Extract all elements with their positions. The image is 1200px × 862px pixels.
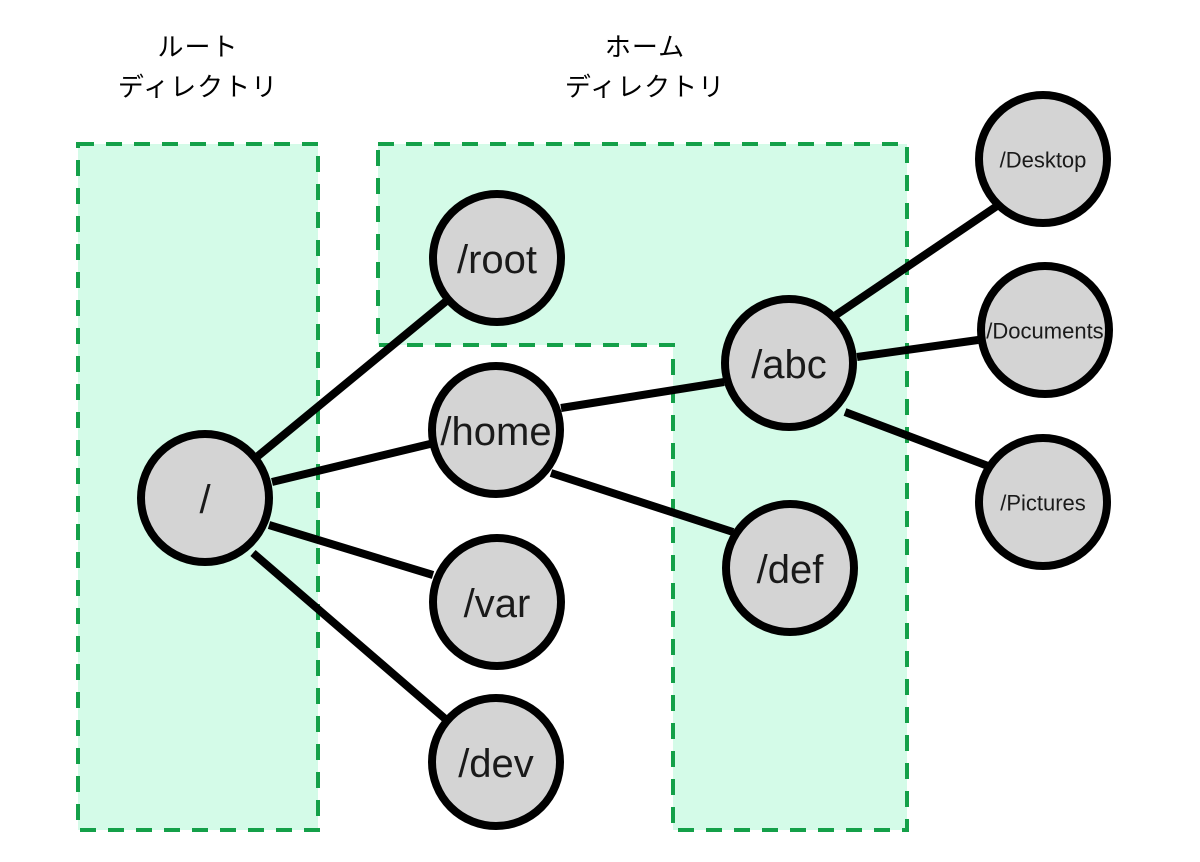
home-directory-caption-line2: ディレクトリ xyxy=(564,71,726,102)
node-documents-circle[interactable] xyxy=(977,262,1113,398)
node-pictures-label: /Pictures xyxy=(1000,491,1086,516)
node-desktop[interactable]: /Desktop xyxy=(975,91,1111,227)
edge-root-to-slash-root xyxy=(255,294,453,460)
node-pictures[interactable]: /Pictures xyxy=(975,434,1111,570)
node-desktop-circle[interactable] xyxy=(975,91,1111,227)
node-root-circle[interactable] xyxy=(137,430,273,566)
edge-home-to-def xyxy=(549,469,735,536)
node-var[interactable]: /var xyxy=(429,534,565,670)
node-abc-label: /abc xyxy=(751,343,827,387)
edge-layer xyxy=(250,202,1000,727)
home-directory-caption-line1: ホーム xyxy=(604,32,686,62)
root-directory-caption-line2: ディレクトリ xyxy=(117,71,279,102)
home-directory-caption: ホーム ディレクトリ xyxy=(545,28,745,107)
node-root[interactable]: / xyxy=(137,430,273,566)
node-slash-root-circle[interactable] xyxy=(429,190,565,326)
node-slash-root[interactable]: /root xyxy=(429,190,565,326)
node-root-label: / xyxy=(199,478,211,522)
node-dev[interactable]: /dev xyxy=(428,694,564,830)
edge-abc-to-desktop xyxy=(833,202,1000,319)
root-directory-caption-line1: ルート xyxy=(157,32,239,62)
node-pictures-circle[interactable] xyxy=(975,434,1111,570)
node-home-circle[interactable] xyxy=(428,362,564,498)
node-home[interactable]: /home xyxy=(428,362,564,498)
edge-root-to-home xyxy=(271,440,431,486)
node-documents-label: /Documents xyxy=(986,319,1103,344)
node-documents[interactable]: /Documents xyxy=(977,262,1113,398)
node-abc-circle[interactable] xyxy=(721,295,857,431)
edge-abc-to-pictures xyxy=(843,408,990,470)
node-var-label: /var xyxy=(464,582,531,626)
node-abc[interactable]: /abc xyxy=(721,295,857,431)
node-def-label: /def xyxy=(757,548,825,592)
node-desktop-label: /Desktop xyxy=(1000,148,1087,173)
node-home-label: /home xyxy=(440,410,551,454)
node-layer: / /root /home /var /dev /abc xyxy=(137,91,1113,830)
node-dev-circle[interactable] xyxy=(428,694,564,830)
node-slash-root-label: /root xyxy=(457,238,537,282)
root-directory-caption: ルート ディレクトリ xyxy=(78,28,318,107)
node-dev-label: /dev xyxy=(458,742,534,786)
edge-root-to-var xyxy=(267,521,435,579)
edge-abc-to-documents xyxy=(856,336,979,361)
node-var-circle[interactable] xyxy=(429,534,565,670)
node-def-circle[interactable] xyxy=(722,500,858,636)
edge-home-to-abc xyxy=(560,378,725,412)
node-def[interactable]: /def xyxy=(722,500,858,636)
edge-root-to-dev xyxy=(250,549,453,727)
